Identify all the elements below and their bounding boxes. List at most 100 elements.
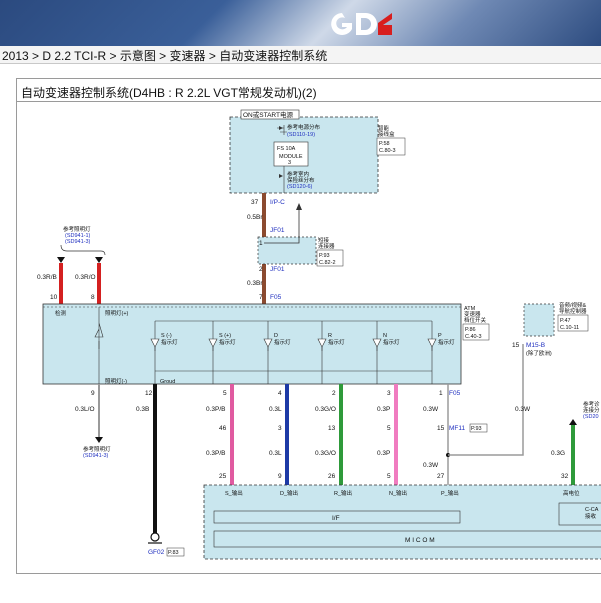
breadcrumb-bar: 2013 > D 2.2 TCI-R > 示意图 > 变速器 > 自动变速器控制… [0,46,601,64]
indoor-ref-2: 保险丝分布 [287,176,315,184]
ind-r: R [328,333,332,339]
illum-plus-label: 照明灯(+) [105,309,129,317]
lamp-ref-bot: 参考照明灯 [83,445,111,453]
diagram-label: 0.3L [269,406,282,413]
out-n: N_输出 [389,489,407,497]
pin-2-jf: 2 [259,266,263,273]
audio-page: P.47 [560,318,571,324]
atm-1: ATM [464,306,476,312]
if-box [213,510,461,524]
mf11-page: P.93 [471,426,482,432]
fuse-box-label-1: 智能 [378,124,390,132]
diagram-label: 指示灯 [219,338,236,346]
pin-32: 32 [561,473,569,480]
audio-1: 音频/视频& [559,301,587,309]
module-label-1: MODULE [279,154,303,160]
fuse-box-conn: C.80-3 [379,148,396,154]
mf11: MF11 [449,425,466,432]
indicator-p: P 指示灯 [427,321,455,384]
wire-03w-side: 0.3W [515,406,531,413]
wiring-diagram: ON或START电源 FS 10A MODULE 3 参考电源分布 (SD110… [37,109,601,560]
diagram-label: 指示灯 [328,338,345,346]
pin-5a: 5 [223,390,227,397]
diagram-label: 0.3P/B [206,406,226,413]
pin-25: 25 [219,473,227,480]
atm-switch-box [42,303,462,385]
pin-9b: 9 [278,473,282,480]
diagram-label: 0.3P [377,406,390,413]
jf01-bot: JF01 [270,266,285,273]
gf02-page: P.83 [168,550,179,556]
pin-3b: 3 [278,425,282,432]
fuse-name: FS 10A [277,146,296,152]
diagram-label: 指示灯 [161,338,178,346]
atm-2: 变速器 [464,310,481,318]
pin-26: 26 [328,473,336,480]
ground-label: Groud [160,379,175,385]
ccan-box [558,502,601,526]
pin-13: 13 [328,425,336,432]
indoor-ref-code: (SD120-6) [287,184,313,190]
diagram-label: 指示灯 [383,338,400,346]
atm-3: 档位开关 [464,316,487,324]
lamp-ref-code-2: (SD941-3) [65,239,91,245]
ref-right-3: (SD20 [583,414,599,420]
wire-03g: 0.3G [551,450,565,457]
audio-2: 导航控制器 [559,307,587,315]
module-label-2: 3 [288,160,291,166]
diagram-label: 指示灯 [274,338,291,346]
wire-03b: 0.3B [136,406,149,413]
page-title: 自动变速器控制系统(D4HB : R 2.2L VGT常规发动机)(2) [21,86,317,100]
module-box [273,141,309,167]
short-connector-box [257,236,317,265]
f05-top: F05 [270,294,282,301]
diagram-label: 0.3G/O [315,406,336,413]
pin-12: 12 [145,390,153,397]
pin-4a: 4 [278,390,282,397]
ind-s-minus: S (-) [161,333,172,339]
diagram-label: 0.3L [269,450,282,457]
pin-5c: 5 [387,473,391,480]
pin-37: 37 [251,199,259,206]
on-start-label: ON或START电源 [243,110,293,119]
illum-minus-label: 照明灯(-) [105,377,127,385]
top-banner [0,0,601,46]
cca-1: C-CA [585,507,599,513]
gf02: GF02 [148,549,165,556]
short-conn-page: P.93 [319,253,330,259]
pin-1-jf: 1 [259,240,263,247]
breadcrumb[interactable]: 2013 > D 2.2 TCI-R > 示意图 > 变速器 > 自动变速器控制… [2,49,328,63]
cca-2: 接收 [585,512,597,520]
lamp-ref-code-1: (SD941-1) [65,233,91,239]
title-divider [17,101,601,102]
out-s: S_输出 [225,489,243,497]
diagram-label: 0.3W [423,406,439,413]
audio-conn: C.10-11 [560,325,579,331]
pin-1a: 1 [439,390,443,397]
fuse-ref-top-code: (SD110-19) [287,132,315,138]
pin-5b: 5 [387,425,391,432]
m15b-note: (除了欧洲) [526,349,552,357]
f05-bot: F05 [449,390,461,397]
ind-s-plus: S (+) [219,333,231,339]
diagram-panel: 自动变速器控制系统(D4HB : R 2.2L VGT常规发动机)(2) ON或… [16,78,601,574]
pin-9: 9 [91,390,95,397]
fuse-box-label-2: 接线盒 [378,130,395,138]
out-p: P_输出 [441,489,459,497]
short-conn-conn: C.82-2 [319,260,336,266]
lamp-ref: 参考照明灯 [63,225,91,233]
if-label: I/F [332,515,340,522]
indicator-s-minus: S (-) 指示灯 [150,321,178,384]
fuse-box-page: P.58 [379,141,390,147]
m15b: M15-B [526,342,545,349]
fuse-ref-top: 参考电源分布 [287,123,321,131]
wire-03ro: 0.3R/O [75,274,96,281]
pin-7: 7 [259,294,263,301]
wire-03br: 0.3Br [247,280,263,287]
micom-label: M I C O M [405,537,435,544]
indicator-s-plus: S (+) 指示灯 [208,321,236,384]
jf01-top: JF01 [270,227,285,234]
indoor-ref: 参考室内 [287,170,309,178]
wire-03lo: 0.3L/O [75,406,95,413]
short-conn-1: 短接 [318,236,330,244]
